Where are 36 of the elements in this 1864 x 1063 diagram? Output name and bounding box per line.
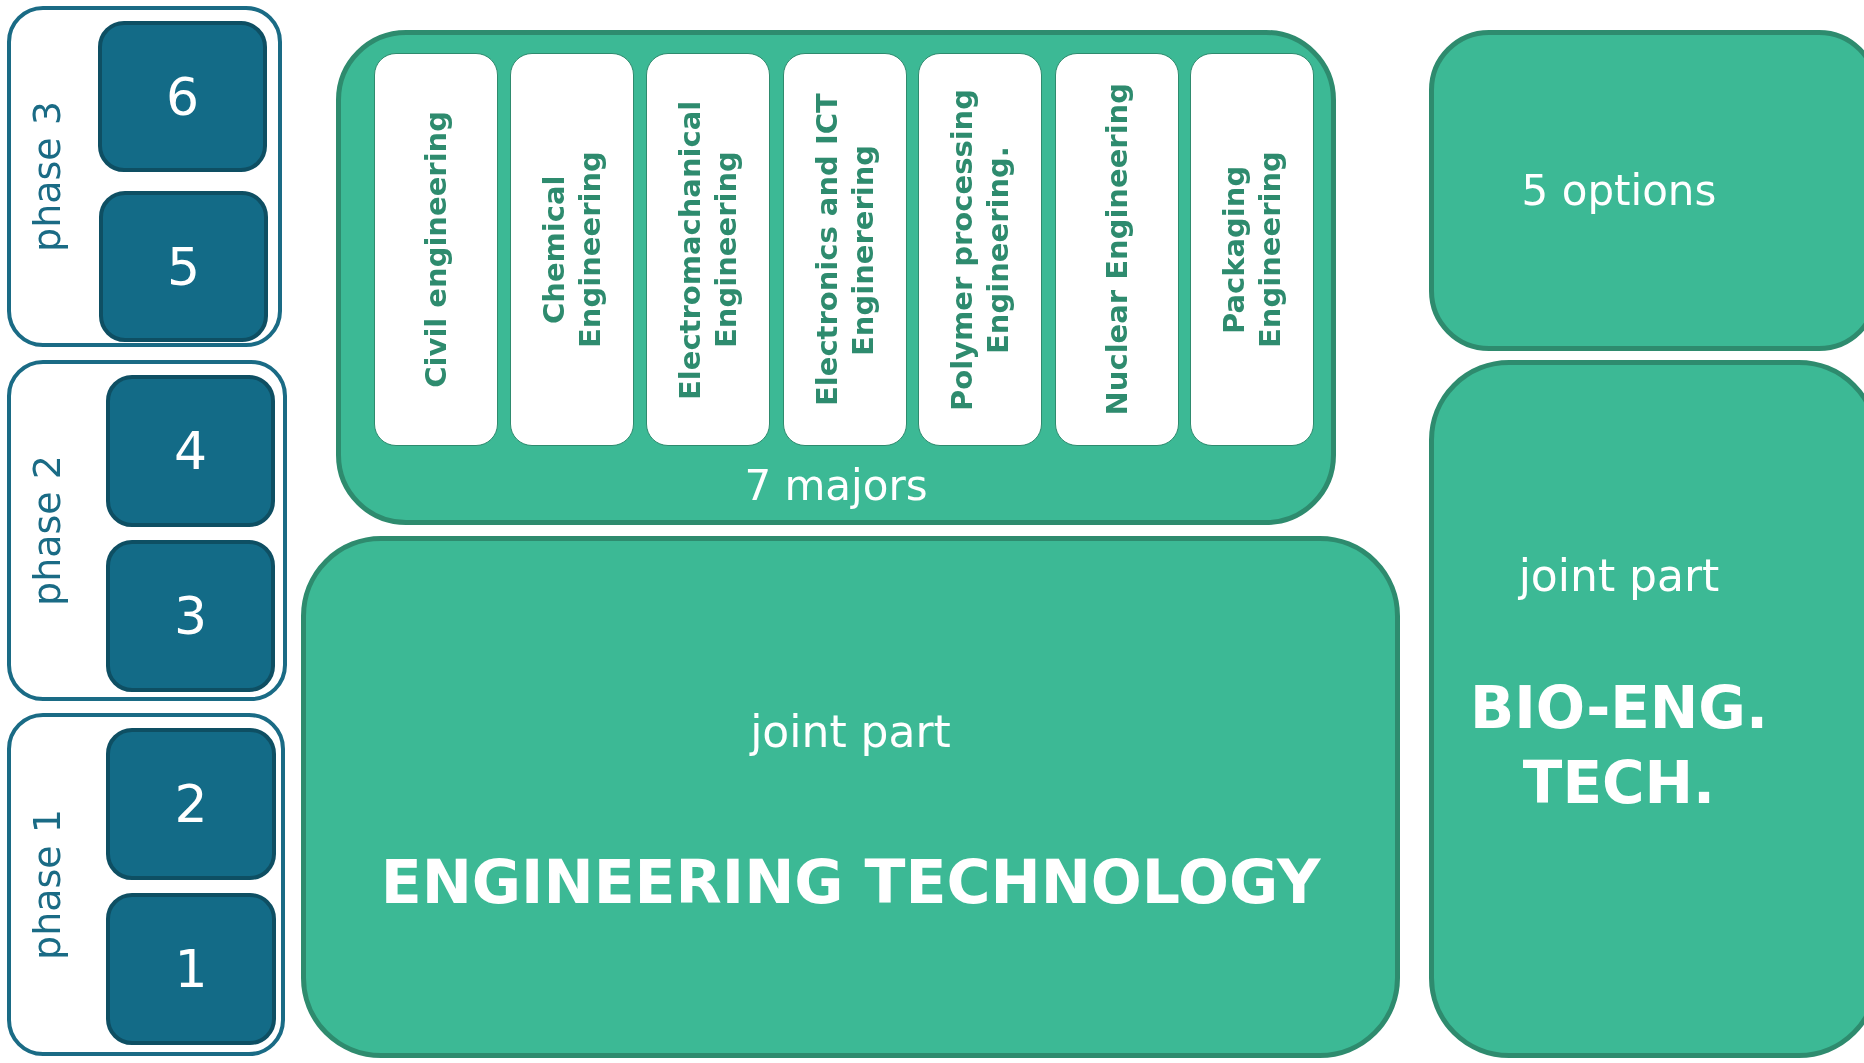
- major-name: Civil engineering: [417, 111, 454, 388]
- options-panel: [1429, 30, 1864, 351]
- panel-title: BIO-ENG. TECH.: [1468, 673, 1769, 820]
- joint-part-panel: [301, 536, 1400, 1058]
- semester-box: 6: [98, 21, 267, 172]
- major-card: [783, 53, 907, 446]
- phase-panel: [7, 6, 282, 347]
- major-name: Electromachanical Engineering: [671, 98, 744, 402]
- semester-box: 5: [99, 191, 268, 342]
- major-name: Nuclear Engineering: [1098, 83, 1135, 416]
- semester-box: 4: [106, 375, 275, 527]
- majors-panel: [336, 30, 1336, 525]
- phase-panel: [7, 713, 285, 1056]
- panel-subtitle: joint part: [1517, 550, 1721, 601]
- panel-title: ENGINEERING TECHNOLOGY: [380, 847, 1321, 917]
- major-name: Electronics and ICT Enginerering: [808, 92, 881, 408]
- major-card: [646, 53, 770, 446]
- semester-box: 2: [106, 728, 276, 880]
- phase-label: phase 3: [25, 101, 69, 252]
- panel-title: 7 majors: [743, 461, 929, 510]
- major-card: [1190, 53, 1314, 446]
- semester-box: 1: [106, 893, 276, 1045]
- major-name: Packaging Engineering: [1215, 150, 1288, 350]
- major-card: [374, 53, 498, 446]
- major-card: [1055, 53, 1179, 446]
- phase-panel: [7, 360, 287, 701]
- major-name: Chemical Engineering: [535, 150, 608, 350]
- panel-subtitle: joint part: [750, 706, 951, 757]
- panel-title: 5 options: [1520, 166, 1718, 215]
- semester-box: 3: [106, 540, 275, 692]
- major-card: [510, 53, 634, 446]
- major-card: [918, 53, 1042, 446]
- phase-label: phase 2: [25, 455, 69, 606]
- phase-label: phase 1: [25, 809, 69, 960]
- major-name: Polymer processing Engineering.: [943, 87, 1016, 413]
- joint-part-panel: [1429, 360, 1864, 1058]
